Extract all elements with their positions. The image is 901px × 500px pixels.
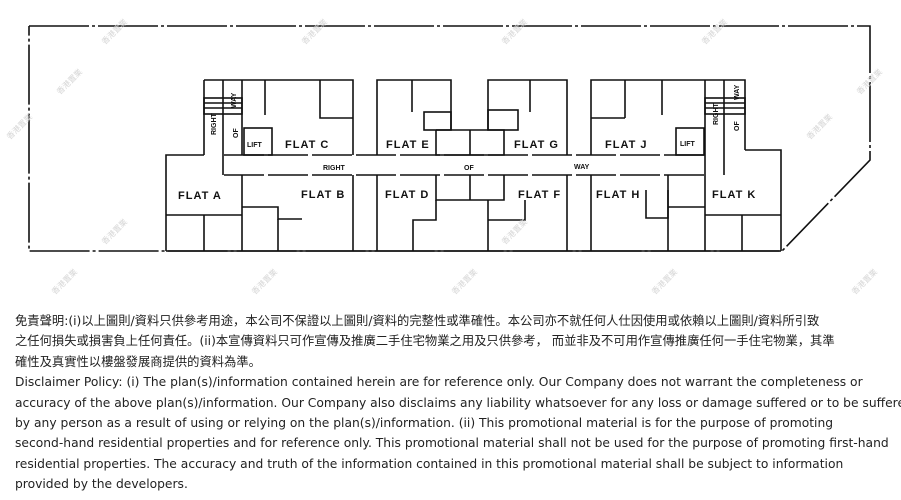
wall — [242, 206, 302, 220]
wall — [376, 79, 452, 155]
watermark: 香港置業 — [499, 17, 529, 47]
corridor-right-label: RIGHT — [323, 165, 346, 172]
stair-left-way-label: WAY — [231, 92, 238, 108]
watermark: 香港置業 — [299, 17, 329, 47]
watermark: 香港置業 — [54, 67, 84, 97]
disclaimer-en-line: residential properties. The accuracy and… — [15, 456, 844, 471]
flat-f-label: FLAT F — [518, 189, 561, 201]
disclaimer-en-line: by any person as a result of using or re… — [15, 416, 834, 431]
disclaimer-en-line: accuracy of the above plan(s)/informatio… — [15, 395, 901, 410]
wall — [435, 129, 505, 156]
flat-g-label: FLAT G — [514, 139, 559, 151]
lift-label-left: LIFT — [247, 142, 262, 149]
flat-a-label: FLAT A — [178, 190, 222, 202]
watermark: 香港置業 — [499, 217, 529, 247]
disclaimer-zh-line: 之任何損失或損害負上任何責任。(ii)本宣傳資料只可作宣傳及推廣二手住宅物業之用… — [15, 334, 835, 349]
flat-b-label: FLAT B — [301, 189, 345, 201]
wall — [165, 154, 204, 251]
flat-e-label: FLAT E — [386, 139, 430, 151]
watermark: 香港置業 — [699, 17, 729, 47]
lift-left — [243, 127, 273, 156]
disclaimer-en-line: second-hand residential properties and f… — [15, 436, 889, 451]
stair-left-right-label: RIGHT — [211, 113, 218, 136]
stair-right-way-label: WAY — [734, 84, 741, 100]
watermark: 香港置業 — [249, 267, 279, 297]
disclaimer-zh-line: 確性及真實性以樓盤發展商提供的資料為準。 — [15, 354, 261, 369]
stair-left — [203, 97, 243, 115]
floor-plan: LIFT LIFT FLAT C FLAT E FLAT G FLAT J RI… — [4, 17, 884, 297]
watermark: 香港置業 — [849, 267, 879, 297]
watermark: 香港置業 — [854, 67, 884, 97]
wall — [319, 80, 353, 119]
room — [423, 111, 452, 131]
watermark: 香港置業 — [49, 267, 79, 297]
flat-j-label: FLAT J — [605, 139, 647, 151]
watermark: 香港置業 — [804, 112, 834, 142]
watermark: 香港置業 — [649, 267, 679, 297]
wall — [645, 190, 669, 219]
stair-left-of-label: OF — [233, 128, 240, 138]
disclaimer-en-line: provided by the developers. — [15, 477, 188, 492]
watermark: 香港置業 — [99, 217, 129, 247]
stair-right-of-label: OF — [734, 121, 741, 131]
disclaimer-zh-line: 免責聲明:(i)以上圖則/資料只供參考用途，本公司不保證以上圖則/資料的完整性或… — [15, 314, 820, 328]
lift-label-right: LIFT — [680, 141, 695, 148]
watermark: 香港置業 — [99, 17, 129, 47]
lift-right — [675, 127, 705, 156]
watermark: 香港置業 — [449, 267, 479, 297]
disclaimer-en-line: Disclaimer Policy: (i) The plan(s)/infor… — [15, 375, 863, 390]
flat-k-label: FLAT K — [712, 189, 756, 201]
wall — [487, 79, 568, 155]
wall — [488, 200, 526, 221]
corridor-of-label: OF — [464, 165, 474, 172]
corridor-way-label: WAY — [574, 164, 590, 171]
wall — [412, 200, 437, 251]
disclaimer: 免責聲明:(i)以上圖則/資料只供參考用途，本公司不保證以上圖則/資料的完整性或… — [15, 311, 901, 495]
flat-h-label: FLAT H — [596, 189, 640, 201]
site-boundary — [28, 25, 871, 252]
building-outline — [204, 79, 354, 155]
flat-c-label: FLAT C — [285, 139, 329, 151]
room — [487, 109, 519, 131]
wall — [745, 149, 782, 251]
flat-d-label: FLAT D — [385, 189, 429, 201]
stair-right-right-label: RIGHT — [713, 103, 720, 126]
